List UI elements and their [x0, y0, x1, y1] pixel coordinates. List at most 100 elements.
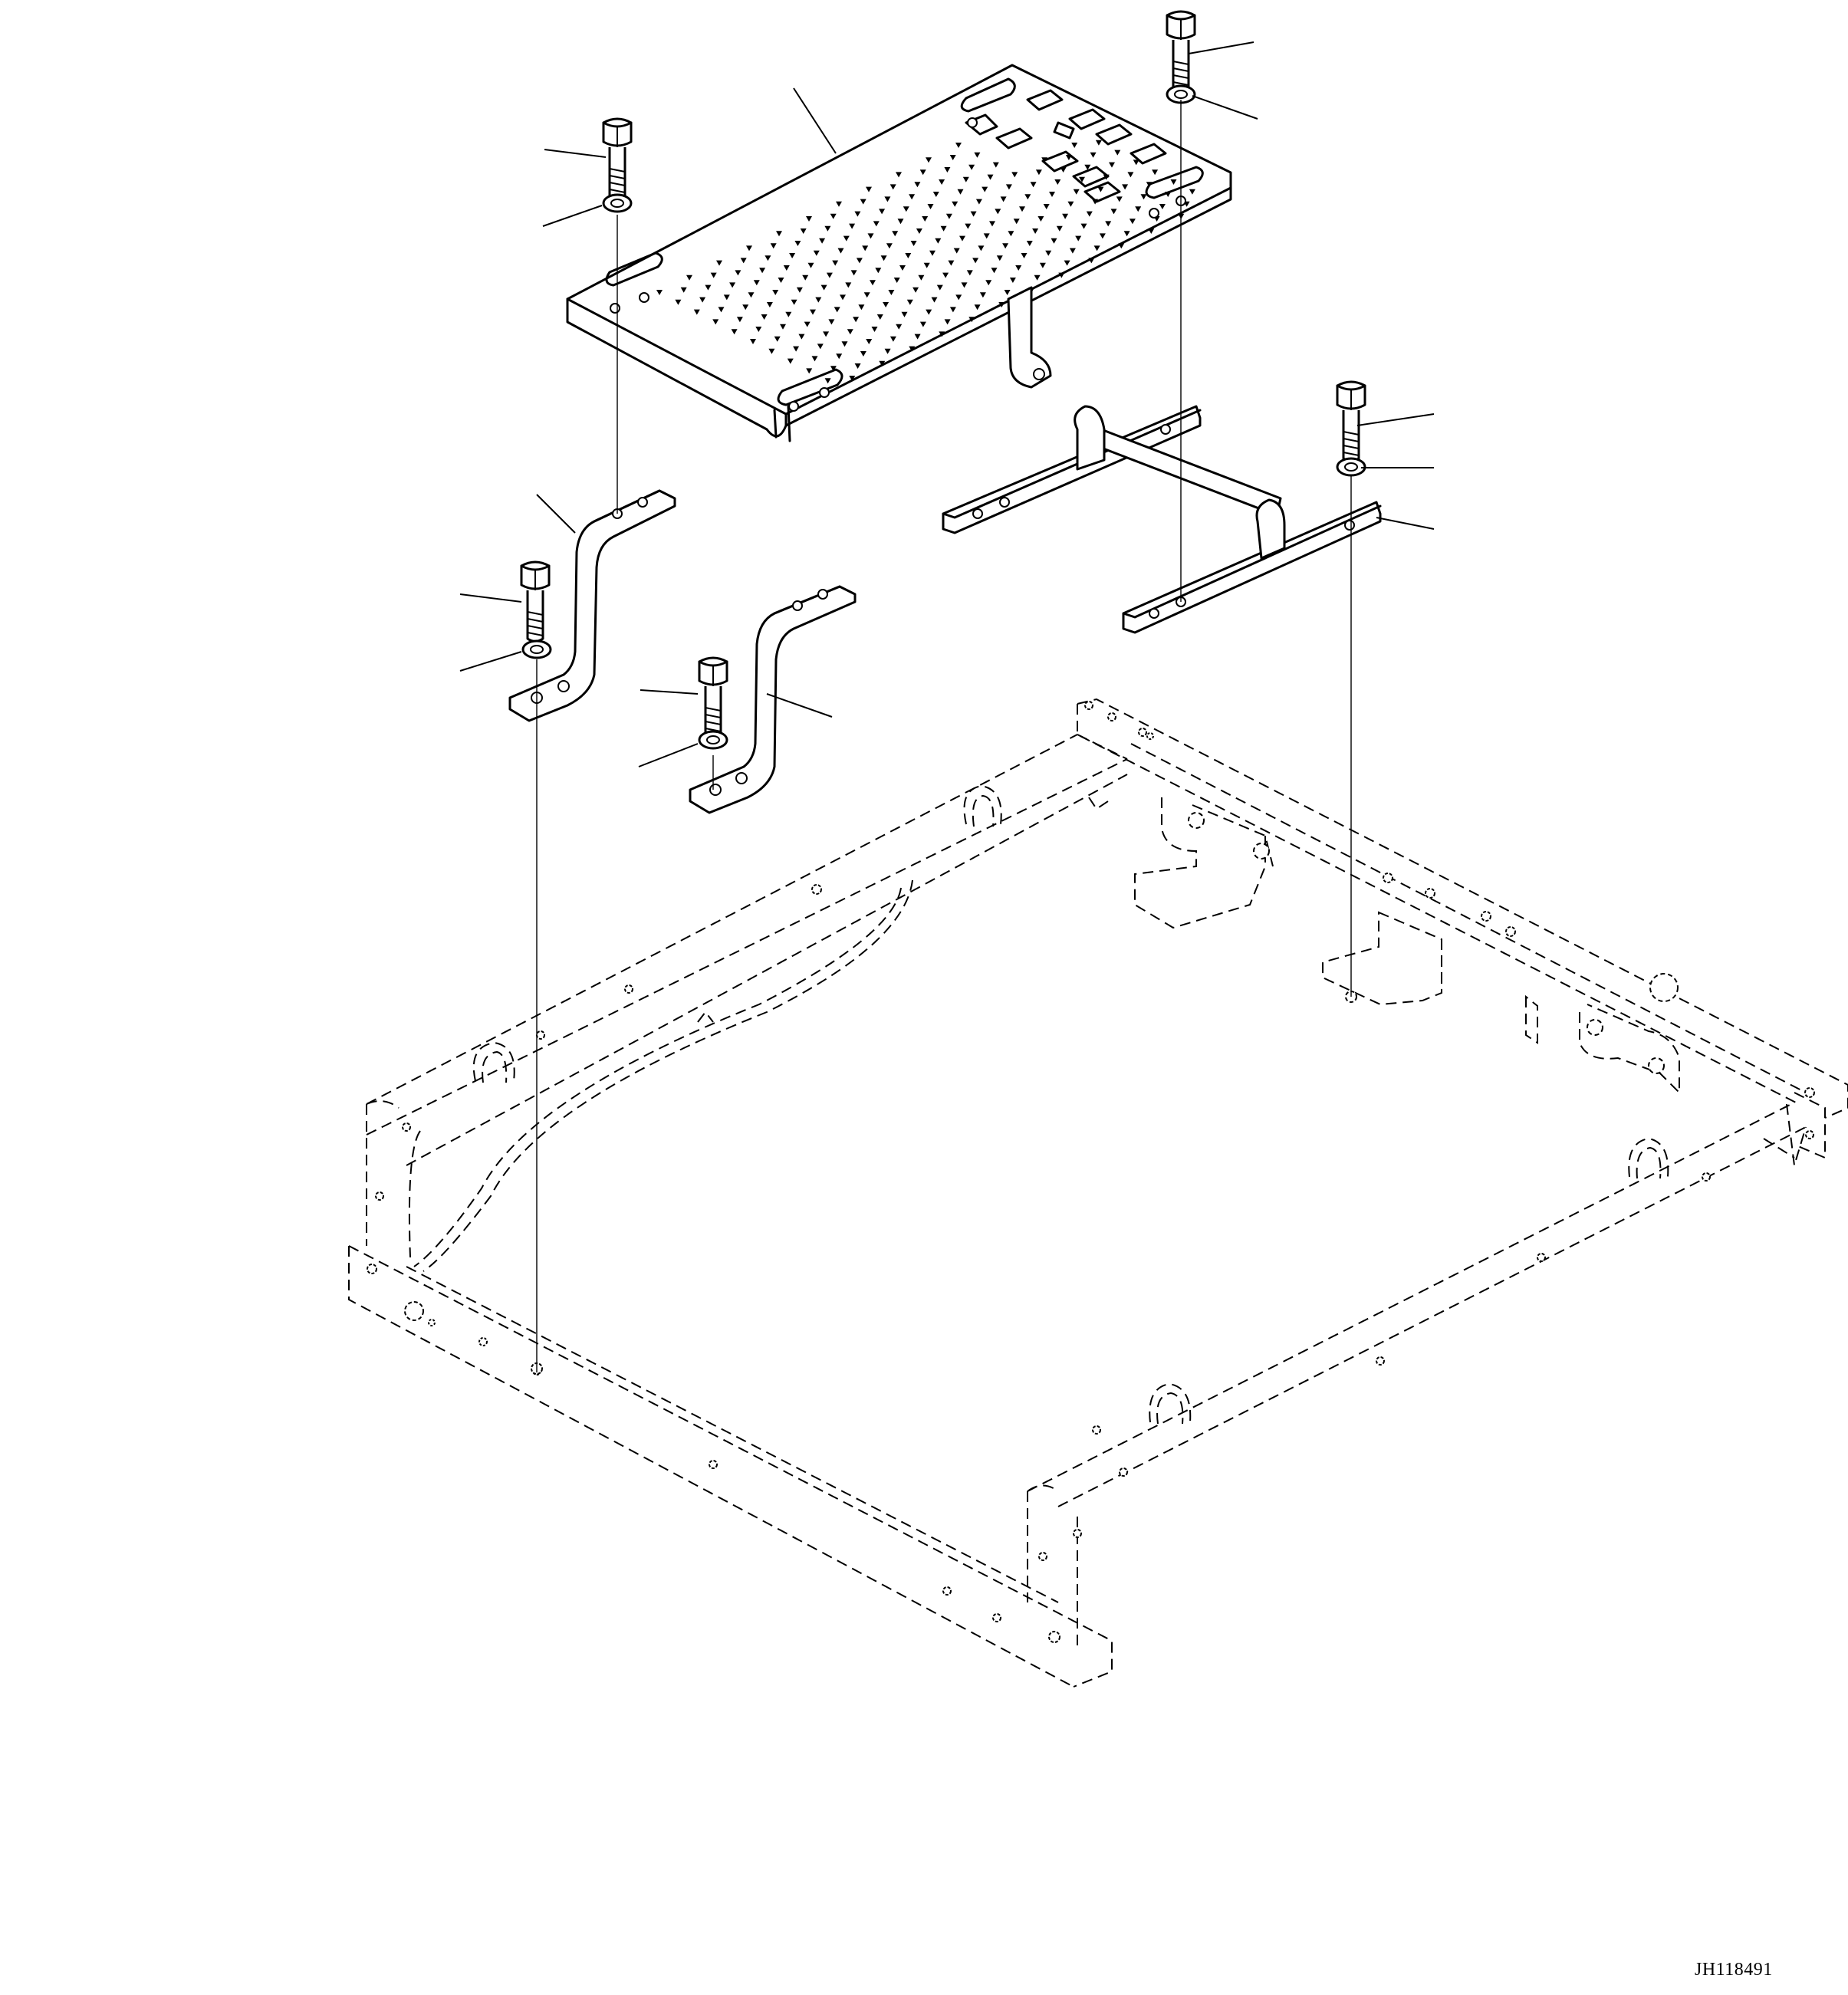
perforation-hole	[845, 282, 852, 288]
perforation-hole	[871, 327, 878, 332]
bolt-set	[520, 10, 1366, 750]
perforation-hole	[854, 363, 861, 369]
perforation-hole	[989, 221, 995, 227]
perforation-hole	[1071, 143, 1078, 148]
perforation-hole	[982, 186, 988, 192]
perforation-hole	[823, 331, 830, 337]
perforation-hole	[957, 189, 964, 195]
perforation-hole	[806, 368, 813, 374]
perforation-hole	[1123, 231, 1130, 237]
perforation-hole	[931, 297, 938, 303]
perforation-hole	[770, 243, 777, 249]
perforation-hole	[826, 272, 833, 278]
perforation-hole	[847, 329, 853, 335]
crossbar-frame	[942, 405, 1382, 634]
perforation-hole	[948, 260, 955, 266]
seat-plate	[566, 64, 1232, 442]
perforation-hole	[945, 213, 952, 219]
perforation-hole	[1000, 196, 1007, 202]
perforation-hole	[965, 223, 972, 229]
perforation-hole	[807, 262, 814, 268]
perforation-hole	[1021, 253, 1028, 258]
perforation-hole	[712, 319, 719, 325]
perforation-hole	[830, 213, 837, 219]
perforation-hole	[910, 241, 917, 246]
perforation-hole	[905, 253, 912, 258]
perforation-hole	[828, 319, 835, 325]
perforation-hole	[853, 317, 860, 323]
perforation-hole	[1013, 219, 1020, 225]
perforation-hole	[1030, 182, 1037, 188]
perforation-hole	[850, 270, 857, 276]
perforation-hole	[1037, 216, 1044, 222]
perforation-hole	[1026, 241, 1033, 246]
perforation-hole	[793, 346, 800, 352]
perforation-hole	[978, 245, 985, 251]
bolt	[1336, 380, 1366, 462]
perforation-hole	[1095, 140, 1102, 146]
perforation-hole	[880, 255, 887, 261]
perforation-hole	[944, 167, 951, 173]
perforation-hole	[1032, 228, 1039, 234]
perforation-hole	[879, 209, 886, 215]
perforation-hole	[888, 290, 895, 295]
perforation-pattern	[656, 140, 1195, 384]
perforation-hole	[699, 297, 706, 303]
perforation-hole	[856, 258, 863, 264]
perforation-hole	[768, 348, 775, 354]
perforation-hole	[929, 250, 936, 256]
perforation-hole	[1129, 219, 1136, 225]
perforation-hole	[1086, 211, 1093, 217]
perforation-hole	[849, 376, 856, 381]
perforation-hole	[860, 199, 866, 205]
perforation-hole	[1080, 223, 1087, 229]
perforation-hole	[939, 179, 945, 185]
perforation-hole	[810, 309, 816, 315]
perforation-hole	[1039, 262, 1046, 268]
perforation-hole	[955, 294, 962, 301]
perforation-hole	[686, 274, 692, 281]
perforation-hole	[736, 317, 743, 323]
perforation-hole	[901, 311, 908, 317]
perforation-hole	[1073, 189, 1080, 195]
perforation-hole	[1008, 231, 1014, 237]
perforation-hole	[824, 225, 831, 232]
bolt	[698, 656, 728, 738]
perforation-hole	[866, 186, 872, 192]
washer	[1166, 84, 1196, 104]
perforation-hole	[1019, 206, 1025, 212]
perforation-hole	[919, 169, 926, 176]
perforation-hole	[870, 280, 876, 286]
perforation-hole	[798, 334, 805, 340]
perforation-hole	[824, 378, 831, 384]
perforation-hole	[1097, 186, 1104, 192]
perforation-hole	[776, 231, 782, 237]
perforation-hole	[1058, 272, 1065, 278]
perforation-hole	[778, 278, 784, 283]
perforation-hole	[1170, 179, 1177, 185]
perforation-hole	[693, 309, 700, 315]
perforation-hole	[926, 309, 932, 315]
perforation-hole	[899, 265, 906, 271]
perforation-hole	[1054, 179, 1061, 185]
perforation-hole	[806, 216, 812, 222]
perforation-hole	[922, 216, 929, 222]
perforation-hole	[923, 262, 930, 268]
perforation-hole	[935, 238, 942, 244]
perforation-hole	[1005, 184, 1012, 190]
perforation-hole	[731, 329, 738, 335]
perforation-hole	[675, 299, 682, 305]
perforation-hole	[787, 358, 794, 364]
perforation-hole	[718, 307, 725, 313]
perforation-hole	[811, 356, 818, 362]
perforation-hole	[974, 304, 981, 311]
perforation-hole	[927, 204, 934, 209]
perforation-hole	[1034, 274, 1041, 281]
perforation-hole	[735, 270, 742, 276]
perforation-hole	[800, 228, 807, 234]
perforation-hole	[785, 311, 792, 317]
perforation-hole	[1043, 204, 1050, 209]
perforation-hole	[1062, 213, 1069, 219]
perforation-hole	[952, 201, 959, 207]
perforation-hole	[916, 228, 922, 234]
